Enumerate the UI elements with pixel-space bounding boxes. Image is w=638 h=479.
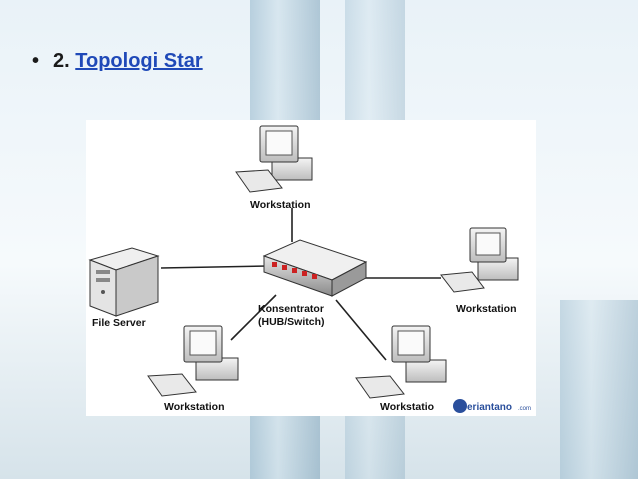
workstation-bottom-right: Workstatio [355,325,447,413]
label-hub-line2: (HUB/Switch) [258,316,325,328]
background-building [560,300,638,479]
workstation-right: Workstation [440,227,519,315]
bullet-dot: • [32,50,40,72]
watermark-suffix: .com [518,406,531,412]
label-ws-right: Workstation [456,303,516,315]
label-file-server: File Server [92,317,146,329]
watermark-logo: eriantano .com [453,399,531,413]
diagram-canvas: Workstation File Server Konsentrator (HU… [88,125,531,413]
label-hub-line1: Konsentrator [258,303,324,315]
link-bottom-right [335,299,387,361]
workstation-top: Workstation [235,125,313,211]
link-file-server [160,265,269,269]
watermark-text: eriantano [467,402,512,413]
bullet-number: 2. [53,50,70,72]
label-ws-bottom-right: Workstatio [380,401,434,413]
label-ws-bottom-left: Workstation [164,401,224,413]
link-bottom-left [230,294,277,341]
bullet-item: • 2. Topologi Star [32,50,203,73]
hub-switch: Konsentrator (HUB/Switch) [258,239,368,328]
connection-lines [160,208,441,361]
logo-mark-icon [453,399,467,413]
file-server: File Server [88,247,160,329]
topology-link[interactable]: Topologi Star [75,50,203,72]
star-topology-diagram: Workstation File Server Konsentrator (HU… [86,120,536,416]
workstation-bottom-left: Workstation [147,325,239,413]
label-ws-top: Workstation [250,199,310,211]
